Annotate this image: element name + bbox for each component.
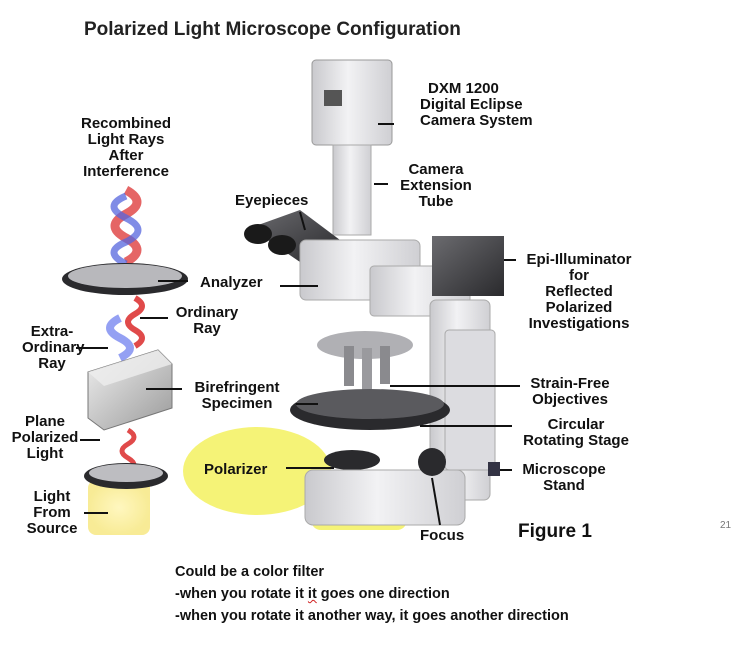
light-source-glow — [88, 480, 150, 535]
rotating-stage-label: Circular Rotating Stage — [523, 416, 629, 449]
spellcheck-flag: it — [307, 586, 317, 602]
analyzer-label: Analyzer — [200, 274, 263, 291]
focus-label: Focus — [420, 527, 465, 544]
speaker-notes: Could be a color filter -when you rotate… — [175, 561, 735, 627]
leader-lines — [76, 123, 520, 526]
polarizer-highlight — [183, 427, 331, 515]
note-line-1: Could be a color filter — [175, 564, 325, 580]
extraordinary-ray-label: Extra- Ordinary Ray — [22, 323, 85, 372]
extension-tube-label: Camera Extension Tube — [400, 161, 472, 210]
light-source-label: Light From Source — [26, 488, 78, 537]
polarizer-label: Polarizer — [204, 461, 268, 478]
epi-illuminator-label: Epi-Illuminator for Reflected Polarized … — [526, 251, 632, 332]
birefringent-specimen-label: Birefringent Specimen — [194, 379, 280, 412]
diagram-title: Polarized Light Microscope Configuration — [84, 19, 461, 40]
wave-column — [62, 186, 188, 489]
recombined-label: Recombined Light Rays After Interference — [80, 115, 171, 180]
microscope-stand-label: Microscope Stand — [522, 461, 606, 494]
objectives-label: Strain-Free Objectives — [530, 375, 610, 408]
note-line-2: -when you rotate it it goes one directio… — [175, 586, 450, 602]
note-line-3: -when you rotate it another way, it goes… — [175, 608, 569, 624]
plane-polarized-light-label: Plane Polarized Light — [11, 413, 79, 462]
microscope-body — [244, 59, 504, 526]
figure-caption: Figure 1 — [518, 521, 592, 542]
ordinary-ray-label: Ordinary Ray — [175, 304, 239, 337]
camera-label: DXM 1200 Digital Eclipse Camera System — [420, 80, 533, 129]
eyepieces-label: Eyepieces — [235, 192, 309, 209]
page-number: 21 — [720, 520, 732, 531]
